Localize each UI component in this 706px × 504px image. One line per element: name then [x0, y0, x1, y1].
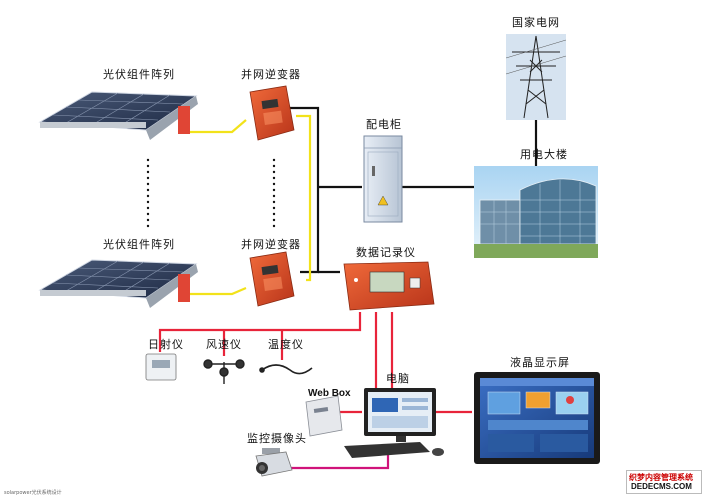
watermark-site: DEDECMS.COM	[631, 482, 692, 491]
data-logger-icon	[343, 261, 435, 311]
label-data-logger: 数据记录仪	[356, 246, 416, 259]
solar-array-bottom-icon	[38, 259, 198, 308]
temperature-sensor-icon	[259, 364, 313, 375]
label-web-box: Web Box	[308, 388, 351, 399]
label-building: 用电大楼	[520, 148, 568, 161]
distribution-cabinet-icon	[363, 135, 403, 223]
label-inverter-top: 并网逆变器	[241, 68, 301, 81]
wind-speed-sensor-icon	[203, 359, 245, 384]
video-cable	[290, 452, 390, 470]
watermark-title: 织梦内容管理系统	[629, 473, 693, 482]
label-inverter-bottom: 并网逆变器	[241, 238, 301, 251]
inverter-top-icon	[249, 85, 295, 141]
surveillance-camera-icon	[255, 448, 293, 477]
signal-cables	[158, 312, 472, 414]
label-pv-array-top: 光伏组件阵列	[103, 68, 175, 81]
power-grid-tower-icon	[505, 34, 567, 120]
label-distribution-cabinet: 配电柜	[366, 118, 402, 131]
label-camera: 监控摄像头	[247, 432, 307, 445]
label-computer: 电脑	[386, 372, 410, 385]
array-separator-dots	[146, 158, 150, 228]
label-lcd-screen: 液晶显示屏	[510, 356, 570, 369]
label-pv-array-bottom: 光伏组件阵列	[103, 238, 175, 251]
label-wind-speed-meter: 风速仪	[206, 338, 242, 351]
irradiance-sensor-icon	[145, 353, 177, 381]
label-national-grid: 国家电网	[512, 16, 560, 29]
solar-array-top-icon	[38, 91, 198, 140]
office-building-icon	[474, 166, 598, 258]
label-temperature-meter: 温度仪	[268, 338, 304, 351]
web-box-icon	[305, 395, 343, 437]
label-irradiance-meter: 日射仪	[148, 338, 184, 351]
footer-credit: solarpower光伏系统设计	[4, 490, 62, 496]
watermark-badge: 织梦内容管理系统 DEDECMS.COM	[626, 470, 702, 494]
inverter-separator-dots	[272, 158, 276, 228]
inverter-bottom-icon	[249, 251, 295, 307]
dc-cables	[190, 114, 312, 296]
computer-icon	[344, 388, 444, 458]
lcd-screen-icon	[474, 372, 600, 464]
